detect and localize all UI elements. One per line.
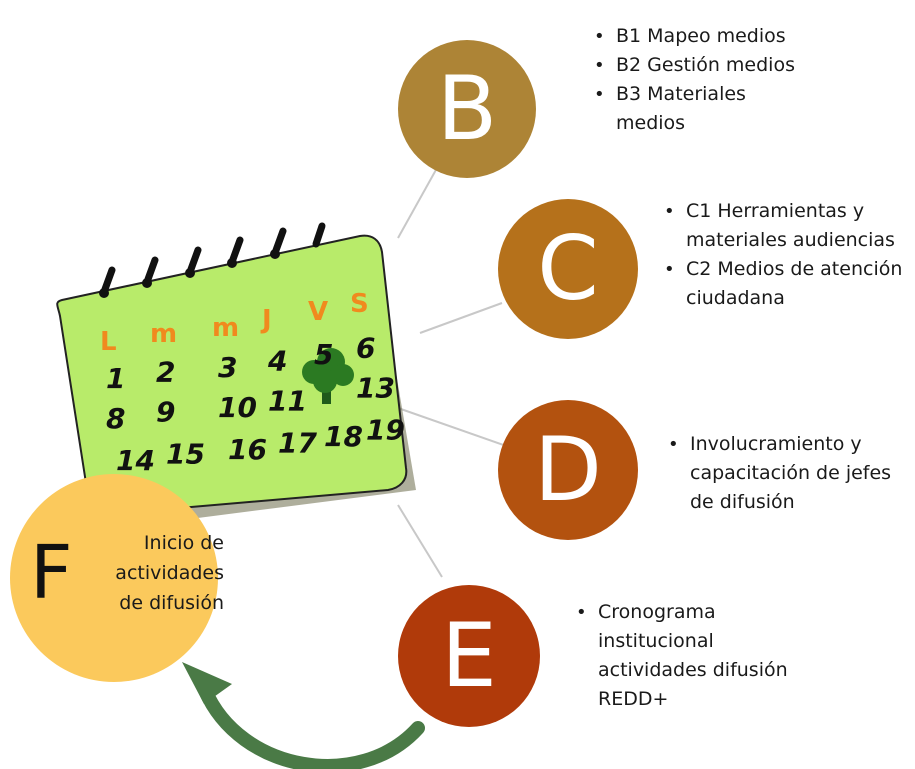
calendar-day-number: 9 [156,396,175,429]
connector-line-c [419,302,503,334]
calendar-day-number: 5 [314,338,333,371]
letter-f: F [30,530,73,616]
circle-f [10,474,218,682]
calendar-day-label: L [100,327,117,357]
letter-d: D [534,418,602,521]
calendar-day-label: m [150,319,177,349]
letter-e: E [441,604,497,707]
calendar-day-label: S [350,289,369,319]
connector-line-e [397,504,443,578]
calendar-day-number: 2 [156,356,175,389]
calendar-day-number: 18 [324,420,363,453]
calendar-day-number: 8 [106,402,125,435]
calendar-day-number: 11 [268,384,307,417]
calendar-day-number: 15 [166,438,205,471]
circle-c: C [498,199,638,339]
circle-d: D [498,400,638,540]
bullet-item: B1 Mapeo medios [590,22,850,51]
calendar-day-number: 16 [228,433,267,466]
final-label: Inicio de actividades de difusión [74,528,224,618]
calendar-day-number: 13 [356,372,395,405]
calendar-day-number: 1 [106,362,125,395]
connector-line-d [397,407,513,449]
calendar-day-number: 6 [356,332,375,365]
calendar-day-number: 10 [218,391,257,424]
bullet-item: B3 Materiales medios [590,80,786,138]
bullet-item: C1 Herramientas y materiales audiencias [660,197,896,255]
calendar-day-number: 4 [267,344,287,377]
calendar-day-label: m [212,313,239,343]
bullet-item: C2 Medios de atención ciudadana [660,255,912,313]
curved-arrow [182,662,425,769]
final-label-line: Inicio de [143,532,224,554]
letter-c: C [537,217,599,320]
final-label-line: actividades [115,562,224,584]
bullet-list-d: Involucramiento y capacitación de jefes … [664,430,909,517]
bullet-item: Cronograma institucional actividades dif… [572,598,788,714]
calendar-day-number: 14 [116,444,155,477]
tree-icon [302,348,354,404]
calendar-day-number: 17 [278,426,317,459]
calendar-day-label: V [308,297,328,327]
circle-e: E [398,585,540,727]
circle-b: B [398,40,536,178]
bullet-list-b: B1 Mapeo medios B2 Gestión medios B3 Mat… [590,22,850,138]
calendar-day-number: 3 [218,351,237,384]
letter-b: B [436,57,498,160]
final-label-line: de difusión [119,592,224,614]
connector-line-b [397,167,438,239]
calendar-day-number: 19 [366,414,405,447]
calendar-day-label: J [260,305,272,335]
bullet-list-c: C1 Herramientas y materiales audiencias … [660,197,912,313]
bullet-list-e: Cronograma institucional actividades dif… [572,598,802,714]
bullet-item: B2 Gestión medios [590,51,850,80]
bullet-item: Involucramiento y capacitación de jefes … [664,430,902,517]
